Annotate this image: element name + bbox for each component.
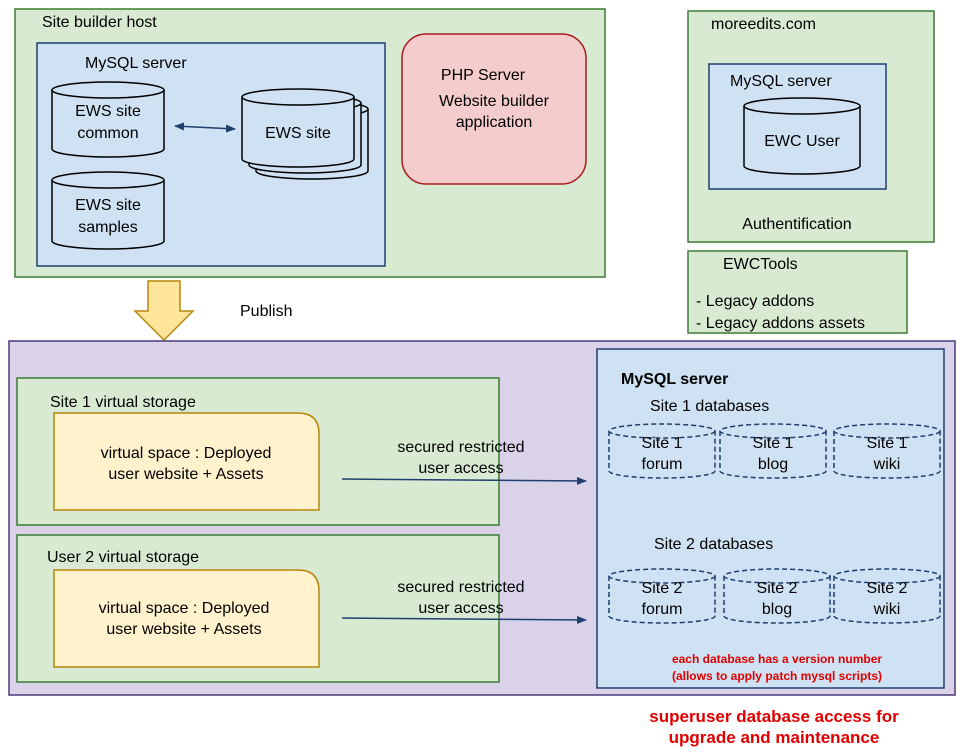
db-label-line: EWS site (75, 103, 141, 120)
db-label: EWC User (764, 133, 840, 150)
publish-label: Publish (240, 303, 292, 320)
virtual-space-line: virtual space : Deployed (99, 600, 270, 617)
db-label-line: samples (78, 219, 138, 236)
site1-virtual-storage: Site 1 virtual storage virtual space : D… (16, 377, 500, 526)
db-label: EWS site (265, 125, 331, 142)
cylinder-body (608, 431, 716, 479)
php-server-line: PHP Server (441, 67, 526, 84)
ewctools: EWCTools - Legacy addons - Legacy addons… (687, 250, 908, 334)
cylinder-body (723, 576, 831, 624)
database-cylinder: Site 1 forum (608, 423, 716, 479)
db-label-line: wiki (873, 601, 901, 618)
site2-databases-label: Site 2 databases (654, 536, 773, 553)
access-arrow (341, 476, 587, 485)
superuser-note-line: upgrade and maintenance (669, 728, 880, 747)
virtual-space (53, 569, 320, 668)
cylinder-top (723, 568, 831, 584)
db-label-line: Site 2 (867, 580, 908, 597)
deploy-mysql-server: MySQL server Site 1 databases Site 2 dat… (596, 348, 945, 689)
access-label-line: user access (418, 460, 503, 477)
storage-title: User 2 virtual storage (47, 549, 199, 566)
moreedits-mysql-title: MySQL server (730, 73, 832, 90)
db-label-line: Site 1 (867, 435, 908, 452)
site-builder-mysql: MySQL server EWS site common EWS site (36, 42, 386, 267)
ewctools-title: EWCTools (723, 256, 798, 273)
ewctools-item: - Legacy addons (696, 293, 814, 310)
cylinder-top (608, 423, 716, 439)
db-label-line: Site 1 (753, 435, 794, 452)
storage-title: Site 1 virtual storage (50, 394, 196, 411)
db-label-line: EWS site (75, 197, 141, 214)
virtual-space (53, 412, 320, 511)
deployment-host: Site 1 virtual storage virtual space : D… (8, 340, 956, 696)
superuser-note-line: superuser database access for (649, 707, 899, 726)
db-ews-site-common: EWS site common (51, 81, 165, 158)
database-cylinder: Site 2 forum (608, 568, 716, 624)
version-note-line: (allows to apply patch mysql scripts) (672, 669, 882, 683)
database-cylinder: Site 2 blog (723, 568, 831, 624)
virtual-space-line: virtual space : Deployed (101, 445, 272, 462)
version-note-line: each database has a version number (672, 652, 882, 666)
db-label-line: Site 1 (642, 435, 683, 452)
authentification-label: Authentification (742, 216, 851, 233)
database-cylinder: Site 2 wiki (833, 568, 941, 624)
php-server-line: Website builder (439, 93, 550, 110)
cylinder-top (719, 423, 827, 439)
cylinder-top (833, 568, 941, 584)
db-label-line: Site 2 (757, 580, 798, 597)
mysql-server-title: MySQL server (85, 55, 187, 72)
site1-db-group: Site 1 forum Site 1 blog Site 1 wiki (608, 423, 941, 479)
db-label-line: wiki (873, 456, 901, 473)
virtual-space-line: user website + Assets (106, 621, 261, 638)
db-ewc-user: EWC User (743, 97, 861, 175)
site-builder-host: Site builder host MySQL server EWS site … (14, 8, 606, 278)
db-label-line: blog (758, 456, 788, 473)
site-builder-title: Site builder host (42, 14, 157, 31)
db-ews-site-samples: EWS site samples (51, 171, 165, 250)
cylinder-body (833, 576, 941, 624)
db-label-line: forum (642, 456, 683, 473)
db-ews-site: EWS site (241, 88, 369, 180)
cylinder-body (608, 576, 716, 624)
publish-arrow (133, 280, 195, 342)
db-label-line: common (77, 125, 138, 142)
access-label-line: secured restricted (397, 579, 524, 596)
virtual-space-line: user website + Assets (108, 466, 263, 483)
cylinder-top (833, 423, 941, 439)
cylinder-top (608, 568, 716, 584)
mysql-server-title: MySQL server (621, 371, 728, 388)
moreedits-title: moreedits.com (711, 16, 816, 33)
ewctools-item: - Legacy addons assets (696, 315, 865, 332)
moreedits-host: moreedits.com MySQL server EWC User Auth… (687, 10, 935, 243)
db-label-line: Site 2 (642, 580, 683, 597)
db-label-line: blog (762, 601, 792, 618)
site2-db-group: Site 2 forum Site 2 blog Site 2 wiki (608, 568, 941, 624)
database-cylinder: Site 1 wiki (833, 423, 941, 479)
sync-arrow (174, 122, 236, 133)
site1-databases-label: Site 1 databases (650, 398, 769, 415)
cylinder-body (833, 431, 941, 479)
php-server-line: application (456, 114, 533, 131)
db-label-line: forum (642, 601, 683, 618)
database-cylinder: Site 1 blog (719, 423, 827, 479)
access-arrow (341, 615, 587, 624)
cylinder-body (719, 431, 827, 479)
user2-virtual-storage: User 2 virtual storage virtual space : D… (16, 534, 500, 683)
access-label-line: secured restricted (397, 439, 524, 456)
access-label-line: user access (418, 600, 503, 617)
php-server: PHP Server Website builder application (401, 33, 587, 185)
